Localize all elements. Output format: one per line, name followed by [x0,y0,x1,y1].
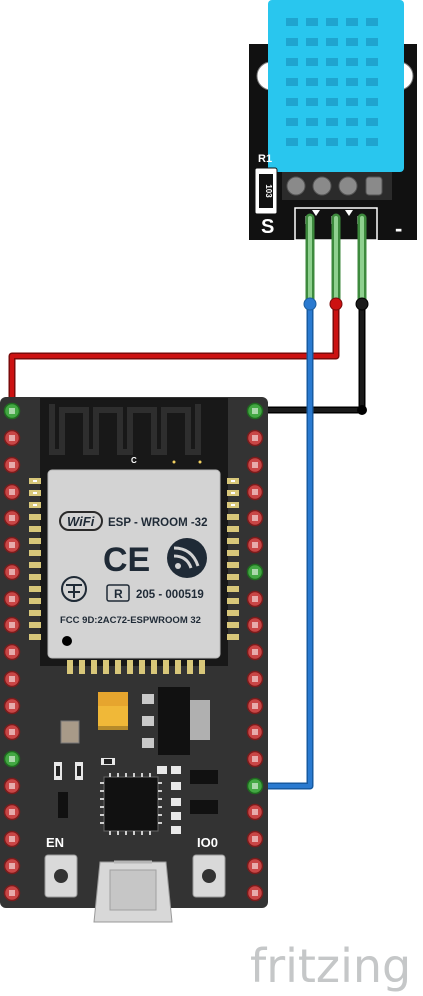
smd-capacitor [60,720,80,744]
esp-wroom-module: C [29,398,239,674]
dht11-module: 103 R1 S - [249,0,417,241]
shield-c-label: C [131,456,137,465]
usb-uart-chip [100,773,162,835]
dht11-sensor [268,0,404,172]
antenna-trace [49,404,201,455]
wires [8,213,369,790]
resistor-code-label: 103 [264,184,273,198]
cert-number: 205 - 000519 [136,589,204,601]
fritzing-watermark: fritzing [250,939,411,993]
wire-vcc-red [8,304,340,408]
io0-button[interactable] [192,854,226,898]
espressif-logo [167,538,207,578]
micro-usb-port[interactable] [93,860,173,923]
rf-shield [47,469,221,659]
r1-label: R1 [258,153,272,165]
wifi-logo: WiFi [59,511,103,531]
wifi-logo-text: WiFi [67,514,95,529]
r-mark: R [114,587,123,601]
esp32-board: C [0,397,268,908]
module-legs [305,213,367,309]
right-pin-header [246,402,264,902]
sensor-pins [282,172,392,200]
io0-label: IO0 [197,835,218,850]
wire-data-blue [256,304,314,790]
wire-gnd-black [256,304,367,415]
ce-mark: CE [103,541,150,579]
left-pin-header [3,402,21,902]
en-label: EN [46,835,64,850]
telec-icon [61,576,87,602]
smd-resistors [54,758,218,834]
resistor-r1: 103 [254,167,278,215]
fcc-id: FCC 9D:2AC72-ESPWROOM 32 [60,615,201,626]
r-mark-box [106,584,130,602]
regulator [142,687,210,755]
module-model-label: ESP - WROOM -32 [108,517,207,529]
en-button[interactable] [44,854,78,898]
pin-minus-label: - [395,216,402,241]
pin1-marker [62,636,72,646]
pin-s-label: S [261,216,274,238]
tantalum-capacitor [98,692,128,730]
